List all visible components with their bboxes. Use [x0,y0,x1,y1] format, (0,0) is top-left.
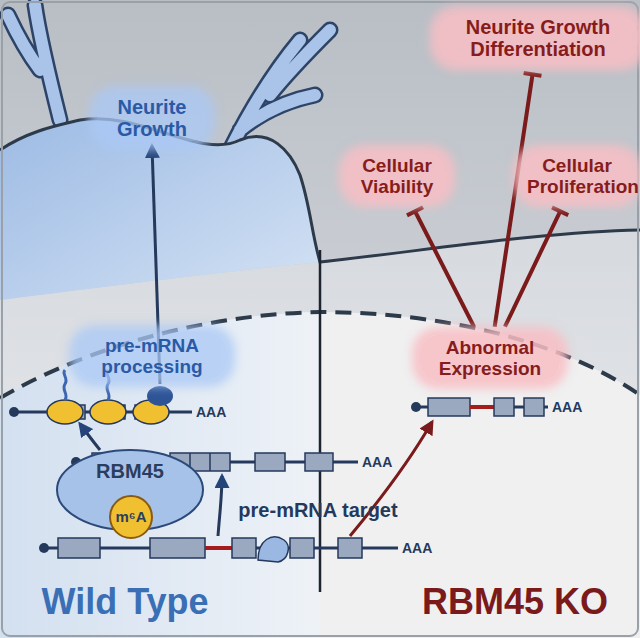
node-text: Neurite Growth Differentiation [444,16,632,61]
polya-tail: AAA [362,454,392,470]
protein-ellipse: RBM45 m⁶A [55,448,205,532]
polya-tail: AAA [402,540,432,556]
polya-tail: AAA [552,399,582,415]
node-text: pre-mRNA processing [83,335,221,378]
outcome-label: Neurite Growth Differentiation [438,14,638,63]
divider [319,250,322,592]
outcome-label: Neurite Growth [97,94,207,143]
modification-circle: m⁶A [108,494,154,540]
process-label: pre-mRNA target [238,499,397,522]
outcome-label: Abnormal Expression [420,335,560,382]
node-text: m⁶A [115,509,146,526]
node-text: Neurite Growth [103,96,201,141]
polya-tail: AAA [196,404,226,420]
pre-mrna [39,537,398,562]
neuron-body [0,119,320,300]
inhibition-connector [505,211,560,326]
process-arrow [80,424,100,450]
inhibition-connector [415,211,474,326]
node-text: RBM45 [96,460,164,482]
node-text: Abnormal Expression [426,337,554,380]
outcome-label: Cellular Proliferation [521,153,633,200]
condition-title: RBM45 KO [422,581,608,623]
inhibition-connector [495,74,533,326]
abnormal-mrna [411,398,548,416]
node-text: Cellular Viability [353,155,441,198]
node-text: Cellular Proliferation [527,155,627,198]
process-arrow [218,476,222,536]
condition-title: Wild Type [41,581,208,623]
outcome-label: Cellular Viability [347,153,447,200]
process-label: pre-mRNA processing [77,333,227,380]
